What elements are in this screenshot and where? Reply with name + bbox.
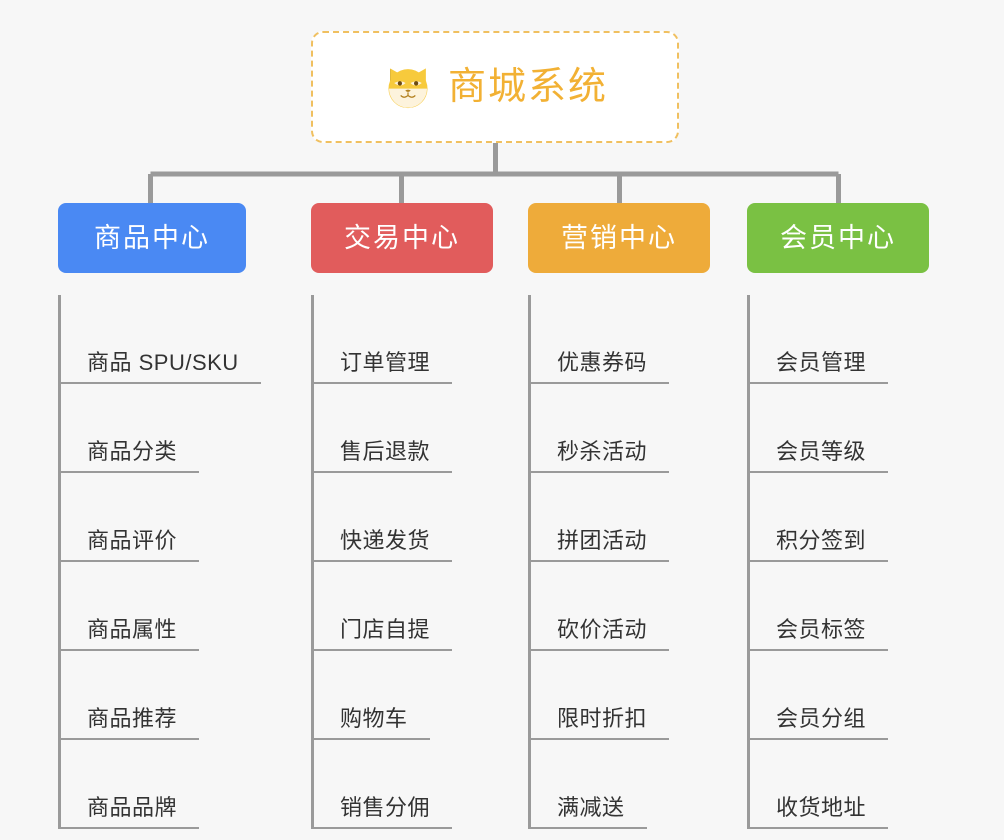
leaf-label: 优惠券码 bbox=[557, 349, 648, 375]
leaf-item[interactable]: 购物车 bbox=[314, 651, 493, 740]
leaf-item[interactable]: 商品品牌 bbox=[61, 740, 246, 829]
leaf-label: 商品推荐 bbox=[87, 705, 178, 731]
category-header-product-center[interactable]: 商品中心 bbox=[58, 203, 246, 273]
leaf-label: 拼团活动 bbox=[557, 527, 648, 553]
leaf-item[interactable]: 销售分佣 bbox=[314, 740, 493, 829]
leaf-item[interactable]: 商品推荐 bbox=[61, 651, 246, 740]
branch-trade-center: 交易中心 订单管理 售后退款 快递发货 门店自提 购物车 销售分佣 bbox=[311, 203, 493, 829]
leaf-label: 订单管理 bbox=[340, 349, 431, 375]
leaf-item[interactable]: 会员等级 bbox=[750, 384, 929, 473]
leaf-item[interactable]: 秒杀活动 bbox=[531, 384, 710, 473]
leaf-label: 砍价活动 bbox=[557, 616, 648, 642]
leaf-item[interactable]: 砍价活动 bbox=[531, 562, 710, 651]
leaf-label: 收货地址 bbox=[776, 794, 867, 820]
leaf-item[interactable]: 限时折扣 bbox=[531, 651, 710, 740]
leaf-label: 商品属性 bbox=[87, 616, 178, 642]
branch-marketing-center: 营销中心 优惠券码 秒杀活动 拼团活动 砍价活动 限时折扣 满减送 bbox=[528, 203, 710, 829]
leaf-list-trade-center: 订单管理 售后退款 快递发货 门店自提 购物车 销售分佣 bbox=[311, 295, 493, 829]
leaf-item[interactable]: 满减送 bbox=[531, 740, 710, 829]
leaf-item[interactable]: 商品 SPU/SKU bbox=[61, 295, 261, 384]
leaf-label: 商品分类 bbox=[87, 438, 178, 464]
leaf-item[interactable]: 商品评价 bbox=[61, 473, 246, 562]
leaf-label: 商品 SPU/SKU bbox=[87, 349, 239, 375]
leaf-label: 快递发货 bbox=[340, 527, 431, 553]
leaf-item[interactable]: 门店自提 bbox=[314, 562, 493, 651]
leaf-item[interactable]: 售后退款 bbox=[314, 384, 493, 473]
leaf-list-marketing-center: 优惠券码 秒杀活动 拼团活动 砍价活动 限时折扣 满减送 bbox=[528, 295, 710, 829]
leaf-item[interactable]: 商品分类 bbox=[61, 384, 246, 473]
leaf-label: 门店自提 bbox=[340, 616, 431, 642]
leaf-item[interactable]: 收货地址 bbox=[750, 740, 929, 829]
shiba-dog-face-icon bbox=[388, 68, 428, 109]
leaf-item[interactable]: 会员管理 bbox=[750, 295, 929, 384]
leaf-item[interactable]: 积分签到 bbox=[750, 473, 929, 562]
leaf-label: 会员管理 bbox=[776, 349, 867, 375]
category-header-trade-center[interactable]: 交易中心 bbox=[311, 203, 493, 273]
leaf-label: 销售分佣 bbox=[340, 794, 431, 820]
leaf-label: 会员等级 bbox=[776, 438, 867, 464]
leaf-label: 会员标签 bbox=[776, 616, 867, 642]
leaf-list-product-center: 商品 SPU/SKU 商品分类 商品评价 商品属性 商品推荐 商品品牌 bbox=[58, 295, 261, 829]
root-title: 商城系统 bbox=[447, 66, 608, 108]
category-label: 交易中心 bbox=[344, 222, 460, 253]
leaf-item[interactable]: 商品属性 bbox=[61, 562, 246, 651]
category-label: 会员中心 bbox=[780, 222, 896, 253]
leaf-label: 秒杀活动 bbox=[557, 438, 648, 464]
branch-member-center: 会员中心 会员管理 会员等级 积分签到 会员标签 会员分组 收货地址 bbox=[747, 203, 929, 829]
leaf-label: 会员分组 bbox=[776, 705, 867, 731]
category-label: 商品中心 bbox=[94, 222, 210, 253]
leaf-label: 商品品牌 bbox=[87, 794, 178, 820]
branch-product-center: 商品中心 商品 SPU/SKU 商品分类 商品评价 商品属性 商品推荐 商品品牌 bbox=[58, 203, 261, 829]
leaf-item[interactable]: 会员分组 bbox=[750, 651, 929, 740]
root-node[interactable]: 商城系统 bbox=[311, 31, 679, 143]
leaf-item[interactable]: 优惠券码 bbox=[531, 295, 710, 384]
category-header-marketing-center[interactable]: 营销中心 bbox=[528, 203, 710, 273]
category-header-member-center[interactable]: 会员中心 bbox=[747, 203, 929, 273]
leaf-label: 商品评价 bbox=[87, 527, 178, 553]
leaf-item[interactable]: 订单管理 bbox=[314, 295, 493, 384]
leaf-label: 售后退款 bbox=[340, 438, 431, 464]
leaf-item[interactable]: 快递发货 bbox=[314, 473, 493, 562]
leaf-item[interactable]: 拼团活动 bbox=[531, 473, 710, 562]
leaf-label: 购物车 bbox=[340, 705, 408, 731]
leaf-item[interactable]: 会员标签 bbox=[750, 562, 929, 651]
leaf-label: 积分签到 bbox=[776, 527, 867, 553]
leaf-label: 满减送 bbox=[557, 794, 625, 820]
category-label: 营销中心 bbox=[561, 222, 677, 253]
leaf-label: 限时折扣 bbox=[557, 705, 648, 731]
leaf-list-member-center: 会员管理 会员等级 积分签到 会员标签 会员分组 收货地址 bbox=[747, 295, 929, 829]
